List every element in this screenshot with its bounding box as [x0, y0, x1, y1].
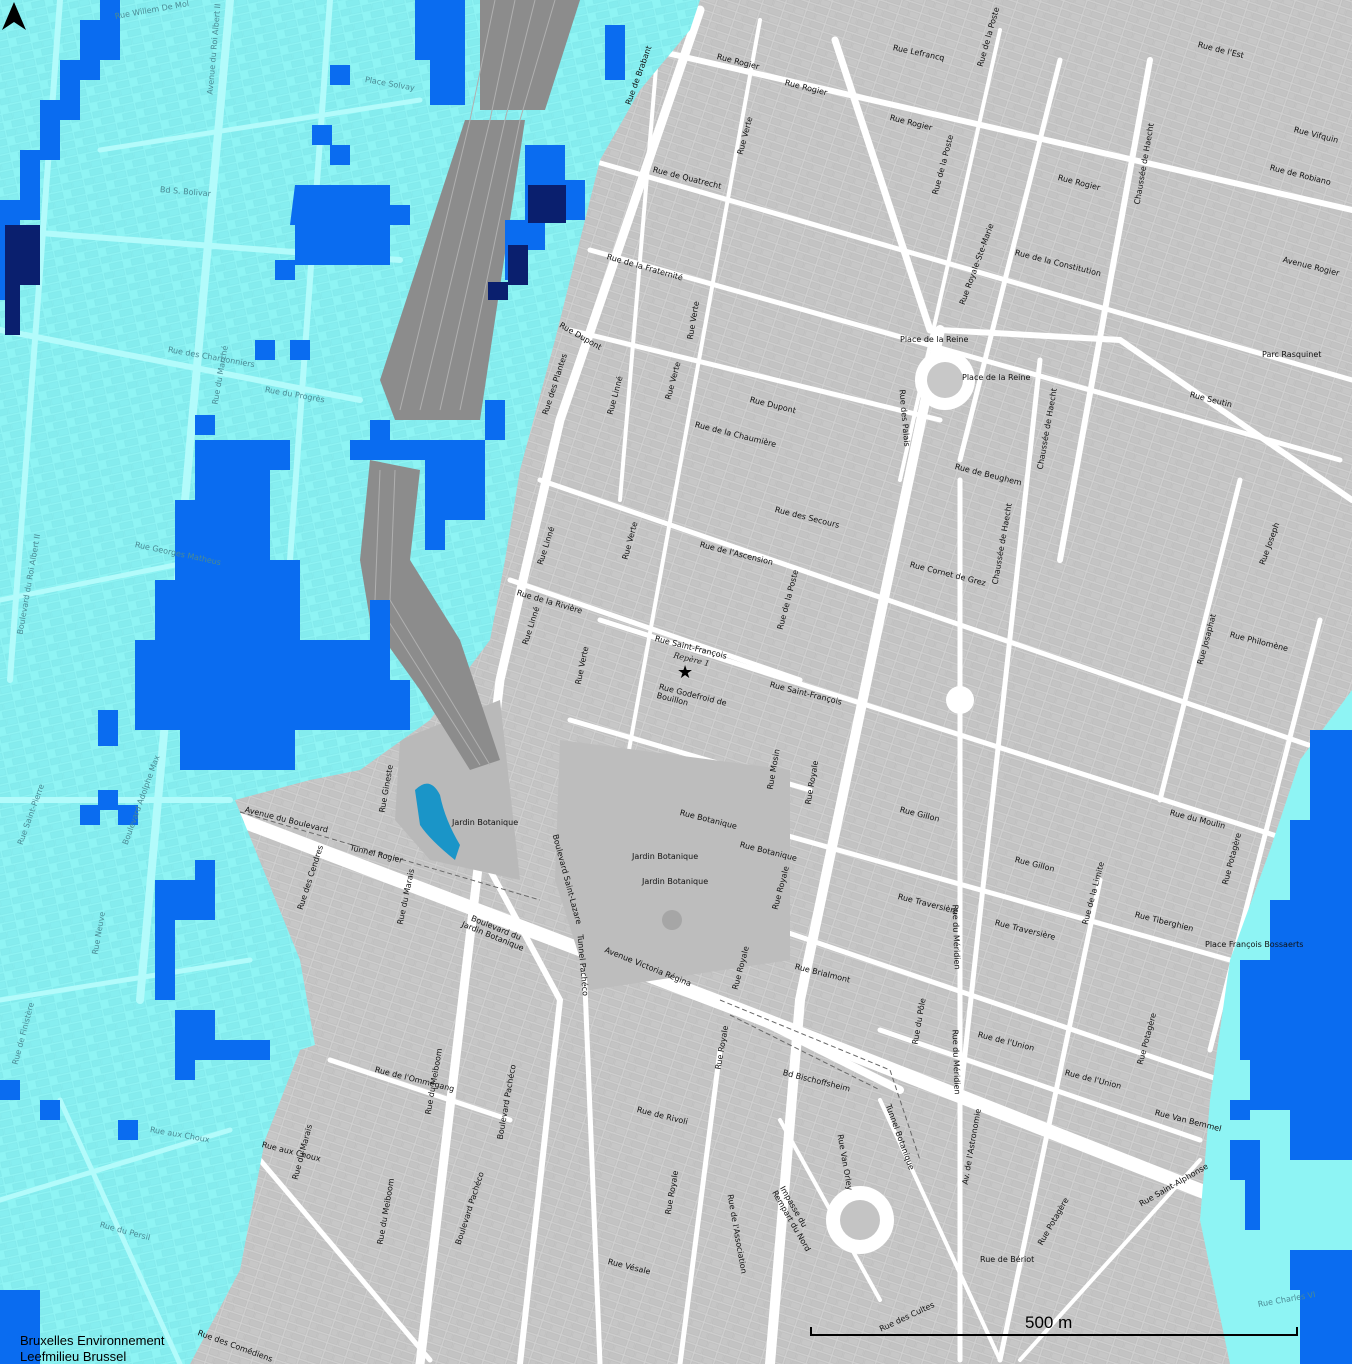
- poi-jardin-botanique: Jardin Botanique: [642, 877, 709, 886]
- street-label: Place de la Reine: [900, 335, 969, 344]
- street-label: Rue de Bériot: [980, 1255, 1035, 1264]
- poi-jardin-botanique: Jardin Botanique: [632, 852, 699, 861]
- flood-zone-high: [5, 185, 566, 335]
- railway-north: [480, 0, 580, 110]
- north-arrow-icon: [2, 2, 26, 30]
- street-label: Place de la Reine: [962, 373, 1031, 382]
- road-network: [233, 5, 1352, 1364]
- garden-pond: [415, 783, 460, 860]
- attribution-line: Leefmilieu Brussel: [20, 1349, 127, 1364]
- tunnels: [239, 811, 921, 1161]
- poi-label: Parc Rasquinet: [1262, 350, 1322, 359]
- attribution-line: Bruxelles Environnement: [20, 1333, 165, 1348]
- botanical-garden-east: [555, 740, 790, 990]
- railway-mid: [380, 120, 525, 420]
- scale-bar: 500 m: [810, 1313, 1300, 1343]
- scale-label: 500 m: [1025, 1313, 1073, 1332]
- railway-south: [360, 460, 500, 770]
- poi-jardin-botanique: Jardin Botanique: [452, 818, 519, 827]
- attribution: Bruxelles Environnement Leefmilieu Bruss…: [20, 1333, 165, 1364]
- star-icon[interactable]: ★: [677, 662, 694, 683]
- street-label: Place François Bossaerts: [1205, 940, 1304, 949]
